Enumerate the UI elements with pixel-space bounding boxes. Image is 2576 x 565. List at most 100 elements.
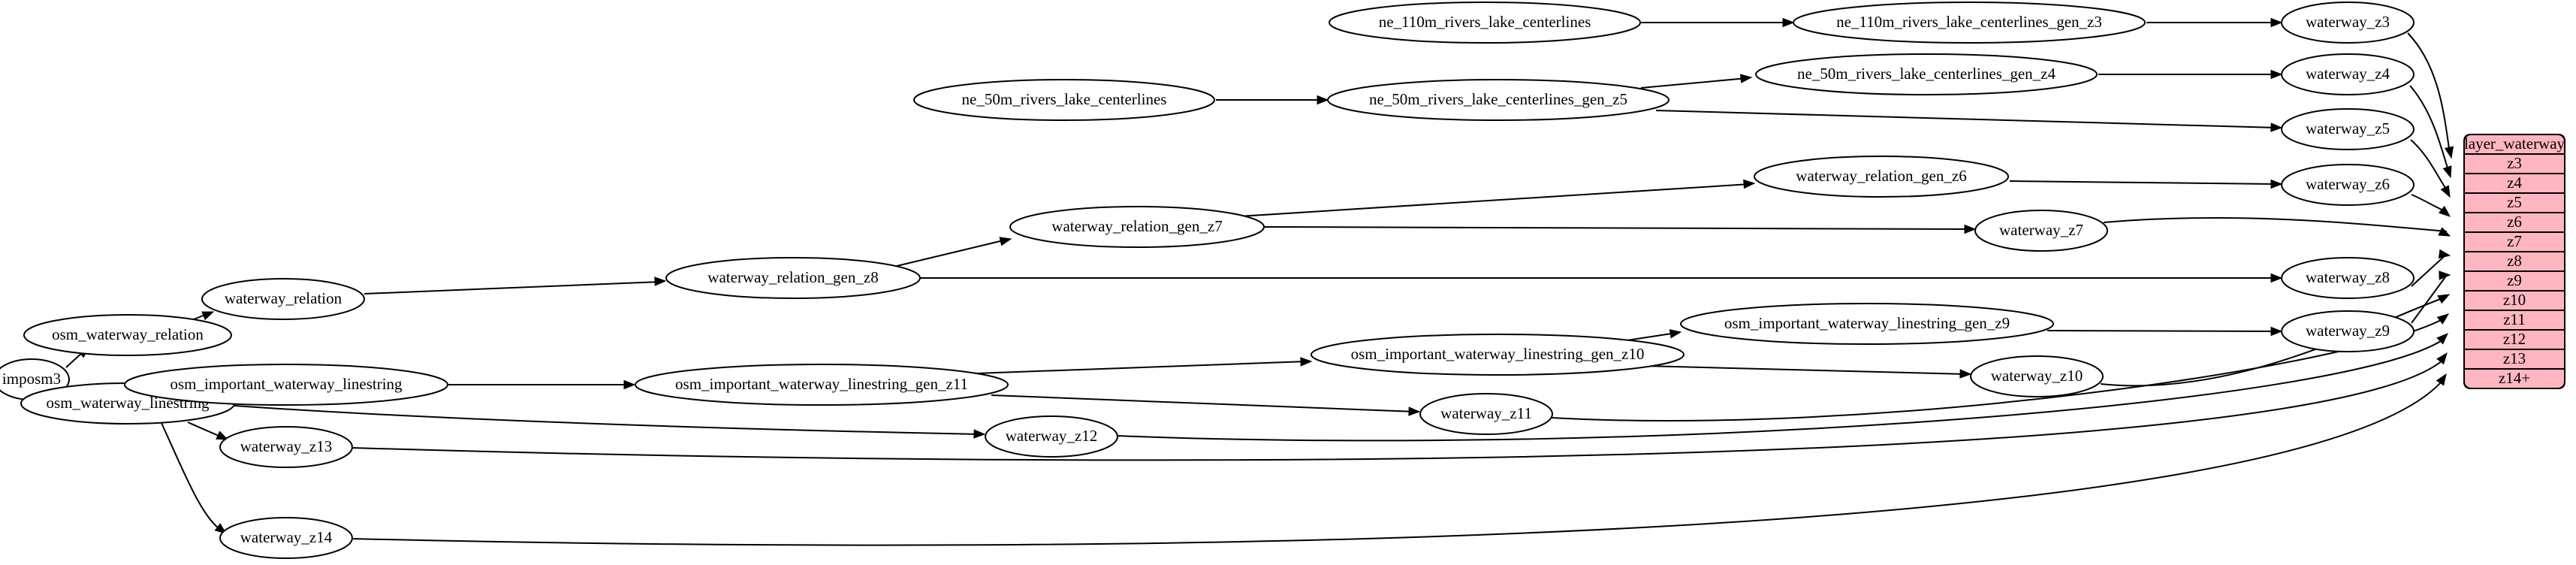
edge [2407,32,2454,159]
graph-node-ne_110m_rivers_lake_centerlines_gen_z3[interactable]: ne_110m_rivers_lake_centerlines_gen_z3 [1793,2,2146,44]
node-ellipse[interactable] [23,314,232,356]
node-ellipse[interactable] [2281,108,2415,150]
graph-node-waterway_z5[interactable]: waterway_z5 [2281,108,2415,150]
graph-node-ne_50m_rivers_lake_centerlines_gen_z5[interactable]: ne_50m_rivers_lake_centerlines_gen_z5 [1327,79,1670,121]
graph-node-waterway_z11[interactable]: waterway_z11 [1419,393,1553,435]
node-ellipse[interactable] [2281,310,2415,352]
table-row-z4[interactable]: z4 [2463,173,2565,194]
graph-node-ne_50m_rivers_lake_centerlines[interactable]: ne_50m_rivers_lake_centerlines [913,79,1215,121]
graph-node-waterway_relation_gen_z7[interactable]: waterway_relation_gen_z7 [1009,206,1265,248]
table-row-z13[interactable]: z13 [2463,349,2565,370]
graph-node-waterway_z9[interactable]: waterway_z9 [2281,310,2415,352]
edge-path [1117,339,2444,442]
edge-path [1644,365,1967,375]
graph-node-ne_50m_rivers_lake_centerlines_gen_z4[interactable]: ne_50m_rivers_lake_centerlines_gen_z4 [1755,53,2098,95]
table-row-z10[interactable]: z10 [2463,290,2565,311]
node-ellipse[interactable] [2281,2,2415,44]
edge [2146,17,2283,28]
node-label: osm_important_waterway_linestring_gen_z9 [1724,314,2010,332]
edge-path [991,394,1416,412]
node-label: waterway_z11 [1440,404,1532,422]
table-row-cell[interactable] [2463,212,2565,233]
node-ellipse[interactable] [219,426,353,468]
graph-node-waterway_z10[interactable]: waterway_z10 [1970,355,2104,397]
node-ellipse[interactable] [1755,53,2098,95]
graph-node-osm_important_waterway_linestring_gen_z11[interactable]: osm_important_waterway_linestring_gen_z1… [635,364,1009,406]
node-ellipse[interactable] [1970,355,2104,397]
node-label: osm_important_waterway_linestring [170,375,403,393]
table-row-z8[interactable]: z8 [2463,251,2565,272]
node-ellipse[interactable] [2281,53,2415,95]
node-label: waterway_relation [225,289,342,307]
table-row-label: z7 [2507,232,2522,250]
table-row-z14+[interactable]: z14+ [2463,368,2565,389]
node-ellipse[interactable] [1009,206,1265,248]
graph-node-waterway_relation[interactable]: waterway_relation [201,278,365,320]
edge-path [2103,216,2448,232]
table-row-z11[interactable]: z11 [2463,310,2565,331]
graph-node-osm_important_waterway_linestring[interactable]: osm_important_waterway_linestring [124,364,448,406]
edge-path [2100,297,2445,387]
table-row-z3[interactable]: z3 [2463,153,2565,174]
graph-node-waterway_z13[interactable]: waterway_z13 [219,426,353,468]
table-row-z6[interactable]: z6 [2463,212,2565,233]
node-ellipse[interactable] [665,257,921,299]
graph-node-waterway_z7[interactable]: waterway_z7 [1974,210,2108,252]
node-ellipse[interactable] [1793,2,2146,44]
node-ellipse[interactable] [1329,2,1641,44]
edges-layer [65,17,2454,546]
table-row-z12[interactable]: z12 [2463,329,2565,350]
graph-node-waterway_relation_gen_z6[interactable]: waterway_relation_gen_z6 [1754,156,2009,198]
table-row-label: z8 [2507,252,2522,270]
graph-node-waterway_z4[interactable]: waterway_z4 [2281,53,2415,95]
node-ellipse[interactable] [1974,210,2108,252]
graph-node-osm_important_waterway_linestring_gen_z9[interactable]: osm_important_waterway_linestring_gen_z9 [1680,303,2054,345]
arrow-head-icon [2270,179,2283,189]
node-ellipse[interactable] [201,278,365,320]
table-row-z7[interactable]: z7 [2463,231,2565,252]
node-label: waterway_z14 [240,528,333,546]
node-ellipse[interactable] [985,415,1118,458]
arrow-head-icon [1739,74,1753,83]
edge [920,273,2283,283]
edge-path [2411,253,2448,287]
node-ellipse[interactable] [1311,334,1685,376]
node-ellipse[interactable] [124,364,448,406]
table-row-label: z10 [2503,291,2526,309]
node-ellipse[interactable] [1680,303,2054,345]
node-ellipse[interactable] [913,79,1215,121]
edge [351,352,2448,461]
edge [2103,216,2451,237]
graph-node-ne_110m_rivers_lake_centerlines[interactable]: ne_110m_rivers_lake_centerlines [1329,2,1641,44]
graph-node-waterway_z3[interactable]: waterway_z3 [2281,2,2415,44]
table-row-label: z3 [2507,154,2522,172]
edge [193,311,215,321]
nodes-layer: imposm3osm_waterway_relationosm_waterway… [0,2,2415,559]
node-ellipse[interactable] [219,517,353,559]
table-row-cell[interactable] [2463,310,2565,331]
node-ellipse[interactable] [1754,156,2009,198]
graph-node-waterway_relation_gen_z8[interactable]: waterway_relation_gen_z8 [665,257,921,299]
arrow-head-icon [2270,122,2283,132]
edge [1238,179,1756,217]
table-row-z5[interactable]: z5 [2463,192,2565,213]
graph-node-waterway_z8[interactable]: waterway_z8 [2281,257,2415,299]
graph-node-waterway_z6[interactable]: waterway_z6 [2281,164,2415,206]
table-row-label: z5 [2507,193,2522,211]
table-row-z9[interactable]: z9 [2463,270,2565,292]
node-ellipse[interactable] [635,364,1009,406]
arrow-head-icon [2270,273,2283,283]
table-header: layer_waterway [2463,134,2565,155]
graph-node-waterway_z14[interactable]: waterway_z14 [219,517,353,559]
node-ellipse[interactable] [2281,164,2415,206]
node-ellipse[interactable] [2281,257,2415,299]
node-ellipse[interactable] [1327,79,1670,121]
graph-node-waterway_z12[interactable]: waterway_z12 [985,415,1118,458]
graph-node-osm_important_waterway_linestring_gen_z10[interactable]: osm_important_waterway_linestring_gen_z1… [1311,334,1685,376]
graph-node-osm_waterway_relation[interactable]: osm_waterway_relation [23,314,232,356]
node-ellipse[interactable] [1419,393,1553,435]
edge-path [161,422,223,532]
edge-path [1621,332,1677,342]
